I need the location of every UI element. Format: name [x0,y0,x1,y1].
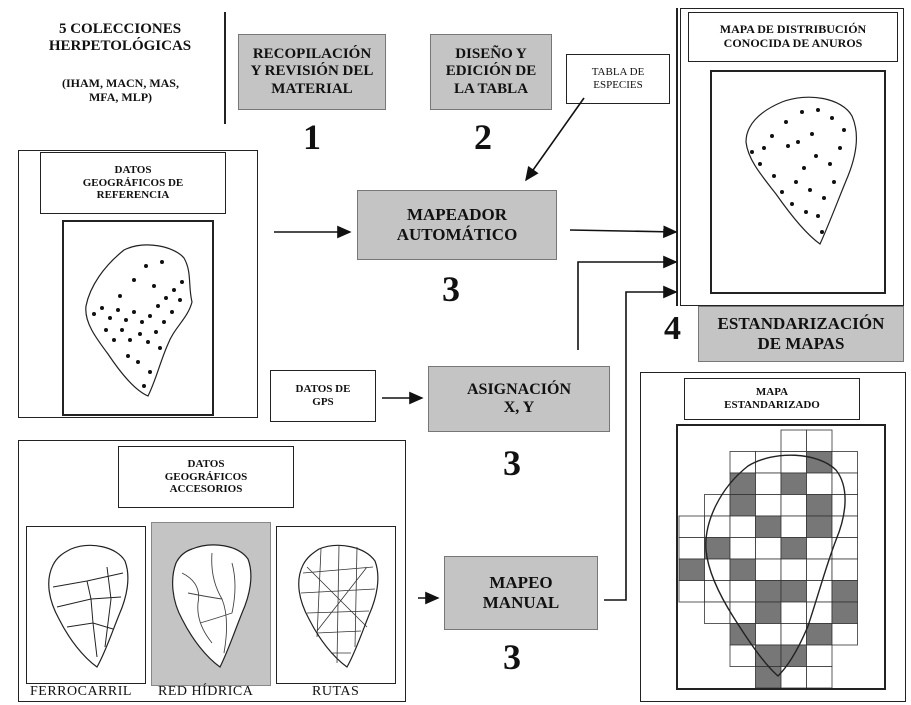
grid-cell-empty [704,580,731,603]
river-network-caption: RED HÍDRICA [158,684,254,699]
standardization-label: ESTANDARIZACIÓN DE MAPAS [717,314,885,353]
step-diseno-box [430,34,552,110]
grid-cell-empty [780,623,807,646]
step-number-2: 2 [474,117,492,157]
railway-caption: FERROCARRIL [30,684,132,699]
grid-cell-empty [755,494,782,517]
grid-cell-empty [678,580,705,603]
grid-cell-filled [780,472,807,495]
grid-cell-filled [806,451,833,474]
manual-mapping-label: MAPEO MANUAL [482,573,560,612]
grid-cell-empty [678,515,705,538]
grid-cell-empty [806,666,833,689]
distribution-divider [676,8,678,306]
grid-cell-filled [729,494,756,517]
geo-reference-label: DATOS GEOGRÁFICOS DE REFERENCIA [82,164,184,202]
grid-cell-empty [755,558,782,581]
grid-cell-filled [729,558,756,581]
grid-cell-empty [780,515,807,538]
roads-map [276,526,396,684]
grid-cell-empty [729,580,756,603]
grid-cell-empty [806,644,833,667]
step-recopilacion-box [238,34,386,110]
grid-cell-empty [831,515,858,538]
grid-cell-filled [704,537,731,560]
step-recopilacion-label: RECOPILACIÓN Y REVISIÓN DEL MATERIAL [250,46,374,97]
grid-cell-filled [755,515,782,538]
geo-accessory-title-box [118,446,294,508]
grid-cell-empty [806,472,833,495]
railway-map [26,526,146,684]
grid-cell-empty [780,429,807,452]
grid-cell-empty [831,623,858,646]
grid-cell-filled [755,601,782,624]
anuran-distribution-map [710,70,886,294]
auto-mapper-box [357,190,557,260]
step-diseno-label: DISEÑO Y EDICIÓN DE LA TABLA [445,46,537,97]
grid-cell-empty [704,494,731,517]
xy-assignment-box [428,366,610,432]
grid-cell-filled [729,623,756,646]
grid-cell-filled [806,494,833,517]
grid-cell-filled [780,537,807,560]
auto-mapper-label: MAPEADOR AUTOMÁTICO [396,205,518,244]
grid-cell-filled [755,580,782,603]
roads-caption: RUTAS [312,684,360,699]
manual-mapping-box [444,556,598,630]
xy-assignment-number: 3 [503,443,521,483]
grid-cell-empty [806,429,833,452]
grid-cell-empty [755,472,782,495]
reference-points-map [62,220,214,416]
species-table-label: TABLA DE ESPECIES [591,66,645,91]
river-network-map [151,522,271,686]
grid-cell-empty [755,451,782,474]
geo-reference-title-box [40,152,226,214]
grid-cell-empty [755,623,782,646]
standardization-box [698,306,904,362]
distribution-title-box [688,12,898,62]
grid-cell-filled [806,515,833,538]
grid-cell-empty [780,558,807,581]
collections-title: 5 COLECCIONES HERPETOLÓGICAS [48,20,192,54]
grid-cell-filled [729,472,756,495]
standardized-map-label: MAPA ESTANDARIZADO [724,386,820,411]
auto-mapper-number: 3 [442,269,460,309]
gps-data-label: DATOS DE GPS [295,383,351,408]
collections-divider [224,12,226,124]
standardized-grid-map [676,424,886,690]
grid-cell-empty [831,558,858,581]
grid-cell-empty [729,601,756,624]
grid-cell-empty [729,644,756,667]
gps-data-box [270,370,376,422]
grid-cell-empty [806,537,833,560]
anuran-points [745,96,857,245]
grid-cell-empty [729,515,756,538]
railway-lines [48,544,129,668]
grid-cell-empty [755,537,782,560]
grid-cell-empty [729,537,756,560]
grid-cell-empty [678,537,705,560]
grid-cell-filled [831,580,858,603]
grid-cell-empty [780,494,807,517]
step-number-1: 1 [303,117,321,157]
grid-cell-empty [780,666,807,689]
grid-cell-filled [755,666,782,689]
grid-cell-filled [806,623,833,646]
standardized-grid [678,429,858,689]
road-lines [298,544,379,668]
collections-subtitle: (IHAM, MACN, MAS, MFA, MLP) [62,76,179,104]
grid-cell-filled [831,601,858,624]
grid-cell-empty [780,601,807,624]
species-table-box [566,54,670,104]
standardized-title-box [684,378,860,420]
geo-accessory-label: DATOS GEOGRÁFICOS ACCESORIOS [164,458,248,496]
grid-cell-filled [780,580,807,603]
province-outline-points [85,244,193,397]
river-lines [172,544,252,668]
distribution-map-label: MAPA DE DISTRIBUCIÓN CONOCIDA DE ANUROS [719,22,867,50]
xy-assignment-label: ASIGNACIÓN X, Y [466,380,571,416]
manual-mapping-number: 3 [503,637,521,677]
grid-cell-filled [678,558,705,581]
standardization-number: 4 [664,310,681,347]
